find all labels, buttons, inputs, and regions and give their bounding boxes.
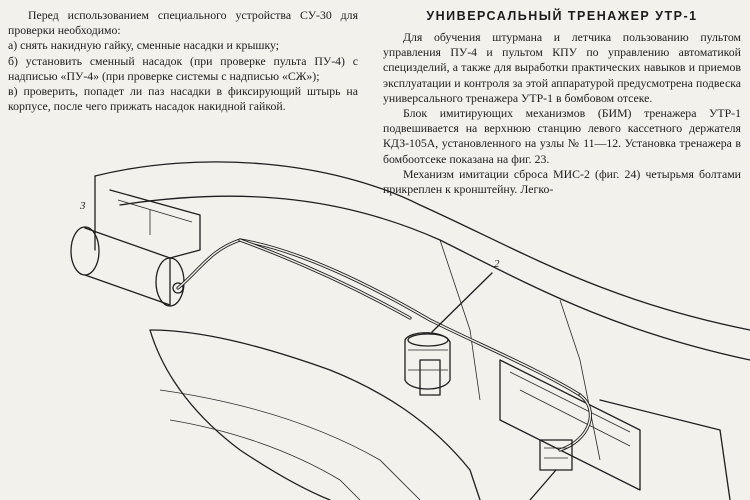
cylinder-front-cap — [70, 226, 100, 276]
beam — [499, 359, 641, 491]
callout-3: 3 — [80, 200, 86, 212]
cable-inner — [177, 239, 581, 396]
cable — [176, 238, 582, 397]
leader-line-2 — [431, 272, 493, 333]
beam-detail — [509, 371, 631, 433]
bay-structure-line — [159, 389, 421, 500]
junction-box-lead — [529, 469, 557, 500]
list-item: в) проверить, попадет ли паз насадки в ф… — [8, 84, 358, 114]
junction-box — [539, 439, 573, 471]
body-paragraph: Блок имитирующих механизмов (БИМ) тренаж… — [383, 106, 741, 166]
cable-inner — [239, 239, 411, 319]
fuselage-inner-curve — [119, 195, 750, 361]
bay-lower-curve — [149, 329, 481, 500]
bay-structure-line — [169, 419, 361, 500]
body-paragraph: Механизм имитации сброса МИС-2 (фиг. 24)… — [383, 166, 741, 197]
left-text-column: Перед использованием специального устрой… — [8, 8, 358, 114]
cylinder-body — [84, 227, 171, 306]
bay-rib — [439, 239, 481, 401]
bay-floor-curve — [149, 329, 331, 500]
beam-lower — [599, 399, 731, 500]
device-body — [404, 332, 451, 390]
device-housing — [419, 359, 441, 396]
cable — [238, 238, 412, 320]
cylinder-mount — [109, 189, 201, 259]
list-item: а) снять накидную гайку, сменные насадки… — [8, 38, 280, 53]
right-text-column: УНИВЕРСАЛЬНЫЙ ТРЕНАЖЕР УТР-1 Для обучени… — [383, 8, 741, 197]
intro-paragraph: Перед использованием специального устрой… — [8, 8, 358, 38]
bay-rib — [559, 299, 601, 461]
device-ring — [407, 333, 449, 347]
cylinder-mount-detail — [117, 199, 193, 223]
cable — [558, 393, 592, 452]
list-item: б) установить сменный насадок (при прове… — [8, 53, 358, 83]
beam-detail — [519, 389, 631, 447]
cylinder-rear-cap — [155, 257, 185, 307]
section-heading: УНИВЕРСАЛЬНЫЙ ТРЕНАЖЕР УТР-1 — [426, 9, 698, 23]
cable-inner — [559, 394, 591, 451]
body-paragraph: Для обучения штурмана и летчика пользова… — [383, 30, 741, 105]
cylinder-fitting — [172, 282, 184, 294]
callout-2: 2 — [494, 258, 500, 270]
